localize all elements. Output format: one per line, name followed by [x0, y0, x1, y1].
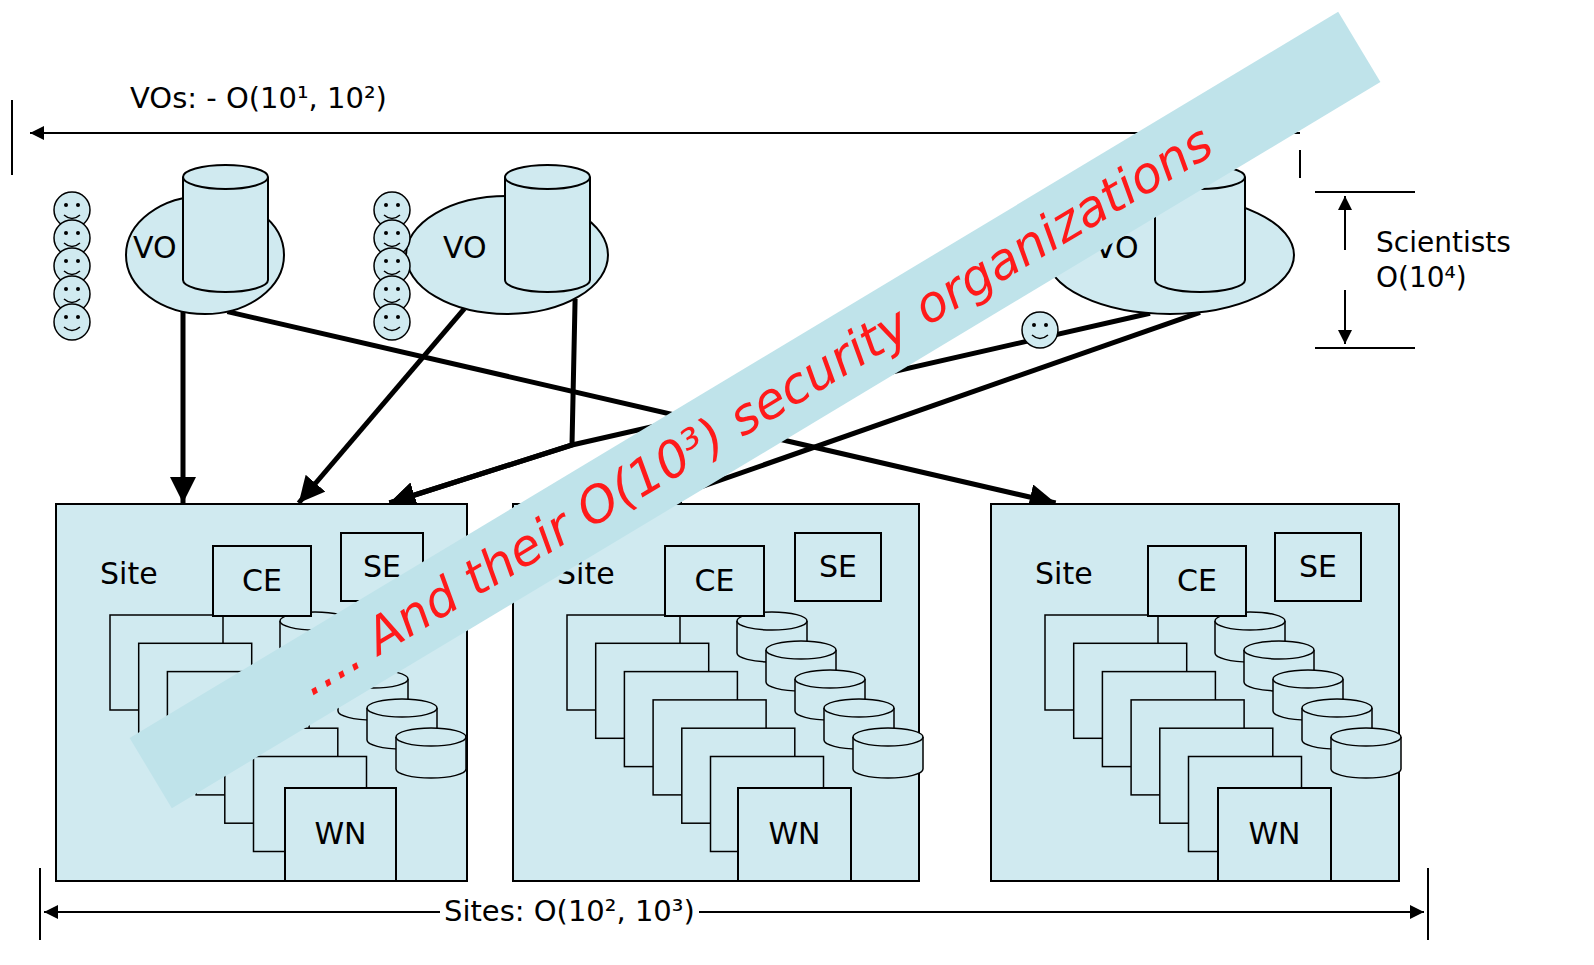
component-label: SE	[819, 550, 857, 585]
scientist-face	[374, 192, 410, 228]
scientist-face	[54, 192, 90, 228]
site-box: Site CE SE WN	[990, 503, 1400, 882]
scientist-count-label: Scientists O(10⁴)	[1376, 225, 1561, 295]
component-label: WN	[1248, 817, 1300, 852]
disk-cylinder-top	[396, 728, 466, 746]
component-box: SE	[1274, 532, 1362, 602]
vo-count-label: VOs: - O(10¹, 10²)	[130, 80, 387, 116]
vo-label: VO	[443, 231, 487, 266]
scientist-face	[54, 220, 90, 256]
component-label: SE	[1299, 550, 1337, 585]
vo-shape	[405, 165, 610, 315]
component-box: WN	[1217, 787, 1332, 882]
disk-cylinder-top	[1273, 670, 1343, 688]
component-box: CE	[664, 545, 765, 617]
disk-cylinder-top	[1302, 699, 1372, 717]
storage-cylinder	[505, 177, 590, 292]
component-label: CE	[242, 564, 282, 599]
component-label: WN	[314, 817, 366, 852]
component-box: WN	[284, 787, 397, 882]
scientist-face	[54, 248, 90, 284]
scientist-face	[374, 248, 410, 284]
component-box: SE	[794, 532, 882, 602]
bracket-tick	[1299, 150, 1301, 178]
bracket-tick	[1427, 868, 1429, 940]
scientist-range-arrow	[1344, 290, 1346, 344]
disk-cylinder-top	[1244, 641, 1314, 659]
site-count-label: Sites: O(10², 10³)	[440, 893, 699, 929]
access-arrow	[181, 312, 186, 503]
component-label: CE	[695, 564, 735, 599]
disk-cylinder-top	[1331, 728, 1401, 746]
disk-cylinder-top	[824, 699, 894, 717]
component-box: CE	[212, 545, 312, 617]
vo-node: VO	[405, 165, 610, 315]
scientist-range-arrow	[1344, 196, 1346, 250]
storage-cylinder	[183, 177, 268, 292]
scientist-face	[1022, 312, 1058, 348]
bracket-tick	[11, 100, 13, 175]
component-label: CE	[1177, 564, 1217, 599]
scientist-face	[54, 276, 90, 312]
bracket-tick	[39, 868, 41, 940]
disk-cylinder-top	[367, 699, 437, 717]
scientist-face	[54, 304, 90, 340]
scientist-face	[374, 304, 410, 340]
vo-range-arrow	[30, 132, 1300, 134]
vo-node: VO	[125, 165, 285, 315]
component-label: WN	[768, 817, 820, 852]
access-arrow	[299, 309, 465, 503]
disk-cylinder-top	[766, 641, 836, 659]
site-range-arrow	[700, 911, 1424, 913]
site-label: Site	[1035, 557, 1093, 592]
disk-cylinder-top	[795, 670, 865, 688]
vo-label: VO	[133, 231, 177, 266]
scientist-face	[374, 276, 410, 312]
component-box: CE	[1147, 545, 1247, 617]
disk-cylinder-top	[853, 728, 923, 746]
scientist-face	[374, 220, 410, 256]
storage-cylinder-top	[183, 165, 268, 189]
storage-cylinder-top	[505, 165, 590, 189]
site-label: Site	[100, 557, 158, 592]
bracket-tick	[1315, 191, 1415, 193]
bracket-tick	[1315, 347, 1415, 349]
component-box: WN	[737, 787, 852, 882]
